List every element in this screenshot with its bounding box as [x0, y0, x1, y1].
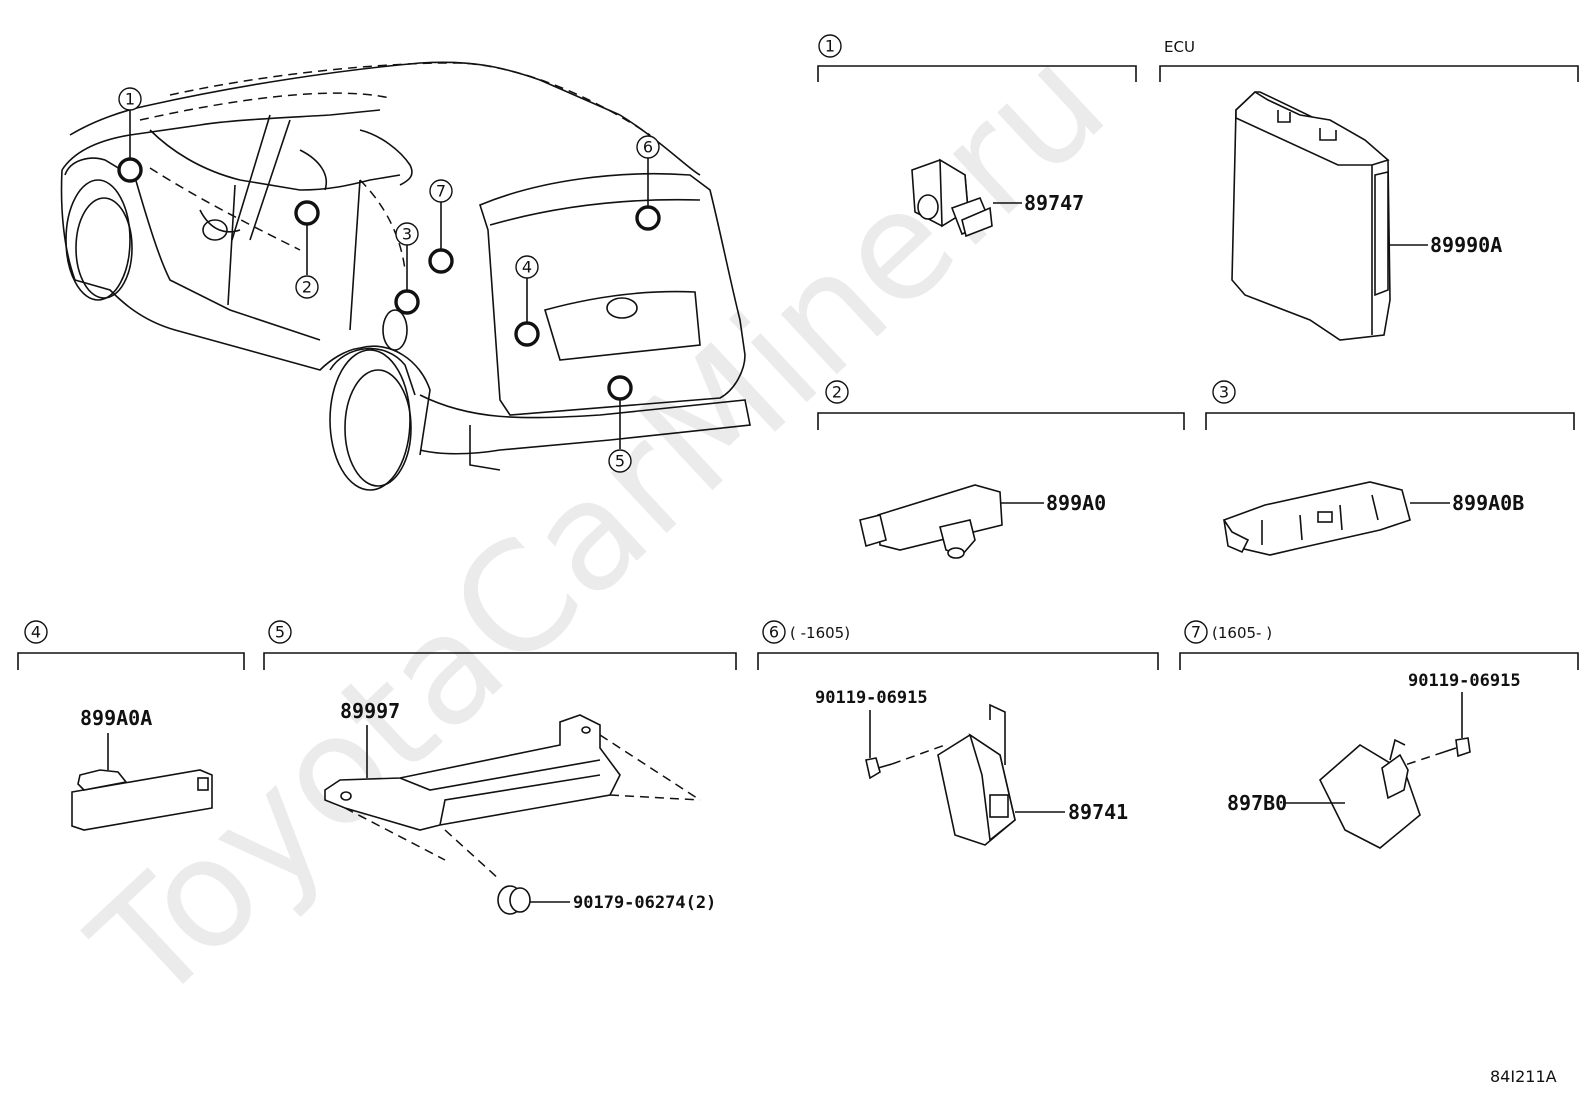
- vehicle-callout-7: 7: [429, 179, 453, 203]
- section-7: 7 (1605- ) 90119-06915 897B0: [1179, 620, 1579, 849]
- svg-text:4: 4: [522, 258, 532, 277]
- svg-text:7: 7: [1191, 623, 1201, 642]
- vehicle-callout-1: 1: [118, 87, 142, 111]
- part-number-89990A: 89990A: [1430, 233, 1502, 257]
- section-5: 5 89997 90179-06274(2): [263, 620, 737, 915]
- section-ecu: ECU 89990A: [1159, 38, 1579, 341]
- part-89741-illustration: [937, 703, 1016, 846]
- bolt-90119-06915-b-illustration: [1443, 737, 1471, 758]
- part-899A0B-illustration: [1222, 481, 1411, 556]
- part-number-90119-06915-b: 90119-06915: [1408, 671, 1521, 691]
- part-number-90119-06915-a: 90119-06915: [815, 688, 928, 708]
- part-899A0-illustration: [859, 484, 1003, 559]
- svg-text:2: 2: [832, 383, 842, 402]
- svg-text:2: 2: [302, 278, 312, 297]
- vehicle-illustration: 1 2 3 7 4 6 5: [60, 61, 751, 491]
- vehicle-callout-6: 6: [636, 135, 660, 159]
- part-number-89747: 89747: [1024, 191, 1084, 215]
- svg-text:4: 4: [31, 623, 41, 642]
- section-6-date-range: ( -1605): [790, 624, 850, 642]
- svg-text:3: 3: [402, 225, 412, 244]
- part-number-899A0A: 899A0A: [80, 706, 152, 730]
- vehicle-callout-2: 2: [295, 275, 319, 299]
- part-89747-illustration: [911, 158, 993, 238]
- vehicle-callout-5: 5: [608, 449, 632, 473]
- svg-text:6: 6: [769, 623, 779, 642]
- svg-text:1: 1: [125, 90, 135, 109]
- part-897B0-illustration: [1319, 738, 1421, 849]
- part-899A0A-illustration: [71, 769, 213, 831]
- part-number-899A0: 899A0: [1046, 491, 1106, 515]
- section-6: 6 ( -1605) 90119-06915 89741: [757, 620, 1159, 846]
- vehicle-callout-3: 3: [395, 222, 419, 246]
- part-number-897B0: 897B0: [1227, 791, 1287, 815]
- part-number-899A0B: 899A0B: [1452, 491, 1524, 515]
- section-4: 4 899A0A: [17, 620, 245, 831]
- svg-text:6: 6: [643, 138, 653, 157]
- section-1: 1 89747: [817, 34, 1137, 238]
- svg-text:3: 3: [1219, 383, 1229, 402]
- part-89990A-illustration: [1231, 90, 1391, 341]
- section-3: 3 899A0B: [1205, 380, 1575, 556]
- part-number-89997: 89997: [340, 699, 400, 723]
- svg-text:7: 7: [436, 182, 446, 201]
- part-89997-illustration: [324, 714, 621, 831]
- section-2: 2 899A0: [817, 380, 1185, 559]
- diagram-code: 84I211A: [1490, 1067, 1557, 1086]
- section-label-ecu: ECU: [1164, 38, 1195, 56]
- section-7-date-range: (1605- ): [1212, 624, 1272, 642]
- svg-text:5: 5: [615, 452, 625, 471]
- part-number-90179-06274: 90179-06274(2): [573, 893, 716, 913]
- bolt-90119-06915-a-illustration: [865, 757, 893, 780]
- clip-90179-06274-illustration: [497, 885, 531, 915]
- svg-text:5: 5: [275, 623, 285, 642]
- vehicle-callout-4: 4: [515, 255, 539, 279]
- section-number: 1: [825, 37, 835, 56]
- part-number-89741: 89741: [1068, 800, 1128, 824]
